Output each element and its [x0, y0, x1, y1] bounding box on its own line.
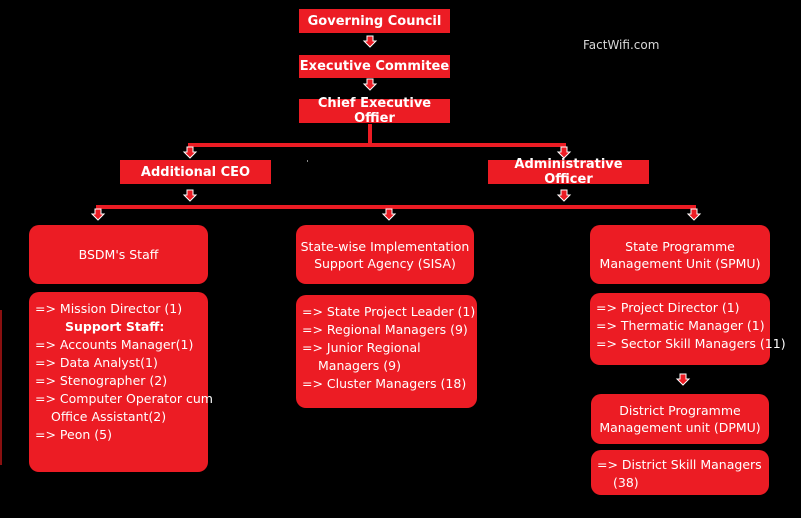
edge-mark	[0, 310, 2, 465]
list-item: (38)	[613, 475, 639, 490]
list-item: => Sector Skill Managers (11)	[596, 336, 786, 351]
spmu-title: State Programme Management Unit (SPMU)	[599, 238, 761, 271]
arrow-down-icon	[91, 208, 105, 221]
bsdm-staff-list: => Mission Director (1) Support Staff: =…	[29, 292, 213, 472]
dpmu-title: District Programme Management unit (DPMU…	[599, 403, 761, 435]
arrow-down-icon	[183, 189, 197, 202]
administrative-officer-box: Administrative Officer	[488, 157, 649, 187]
spmu-staff-list: => Project Director (1) => Thermatic Man…	[590, 293, 786, 365]
list-item: => Project Director (1)	[596, 300, 740, 315]
ceo-box: Chief Executive Offier	[299, 96, 450, 126]
bsdm-staff-title: BSDM's Staff	[78, 247, 159, 262]
list-subheading: Support Staff:	[65, 319, 165, 334]
arrow-down-icon	[363, 35, 377, 48]
governing-council-box: Governing Council	[299, 9, 450, 33]
executive-committee-box: Executive Commitee	[299, 55, 450, 78]
bsdm-staff-box: BSDM's Staff	[29, 225, 208, 284]
list-item: => State Project Leader (1)	[302, 304, 476, 319]
arrow-down-icon	[676, 373, 690, 386]
sisa-box: State-wise Implementation Support Agency…	[296, 225, 474, 284]
list-item: => Thermatic Manager (1)	[596, 318, 765, 333]
list-item: => Regional Managers (9)	[302, 322, 468, 337]
arrow-down-icon	[382, 208, 396, 221]
list-item: => Cluster Managers (18)	[302, 376, 467, 391]
list-item: Managers (9)	[318, 358, 401, 373]
list-item: => Junior Regional	[302, 340, 421, 355]
watermark: FactWifi.com	[583, 38, 660, 52]
arrow-down-icon	[687, 208, 701, 221]
list-item: => Computer Operator cum	[35, 391, 213, 406]
additional-ceo-box: Additional CEO	[120, 160, 271, 184]
list-item: => District Skill Managers	[597, 457, 762, 472]
spmu-box: State Programme Management Unit (SPMU)	[590, 225, 770, 284]
list-item: => Stenographer (2)	[35, 373, 168, 388]
list-item: => Peon (5)	[35, 427, 112, 442]
list-item: => Data Analyst(1)	[35, 355, 158, 370]
list-item: => Accounts Manager(1)	[35, 337, 194, 352]
arrow-down-icon	[557, 189, 571, 202]
dpmu-box: District Programme Management unit (DPMU…	[591, 394, 769, 444]
dpmu-staff-list: => District Skill Managers (38)	[591, 450, 769, 495]
list-item: => Mission Director (1)	[35, 301, 183, 316]
list-item: Office Assistant(2)	[51, 409, 167, 424]
sisa-title: State-wise Implementation Support Agency…	[300, 238, 470, 271]
sisa-staff-list: => State Project Leader (1) => Regional …	[296, 295, 477, 408]
arrow-down-icon	[183, 146, 197, 159]
arrow-down-icon	[363, 78, 377, 91]
